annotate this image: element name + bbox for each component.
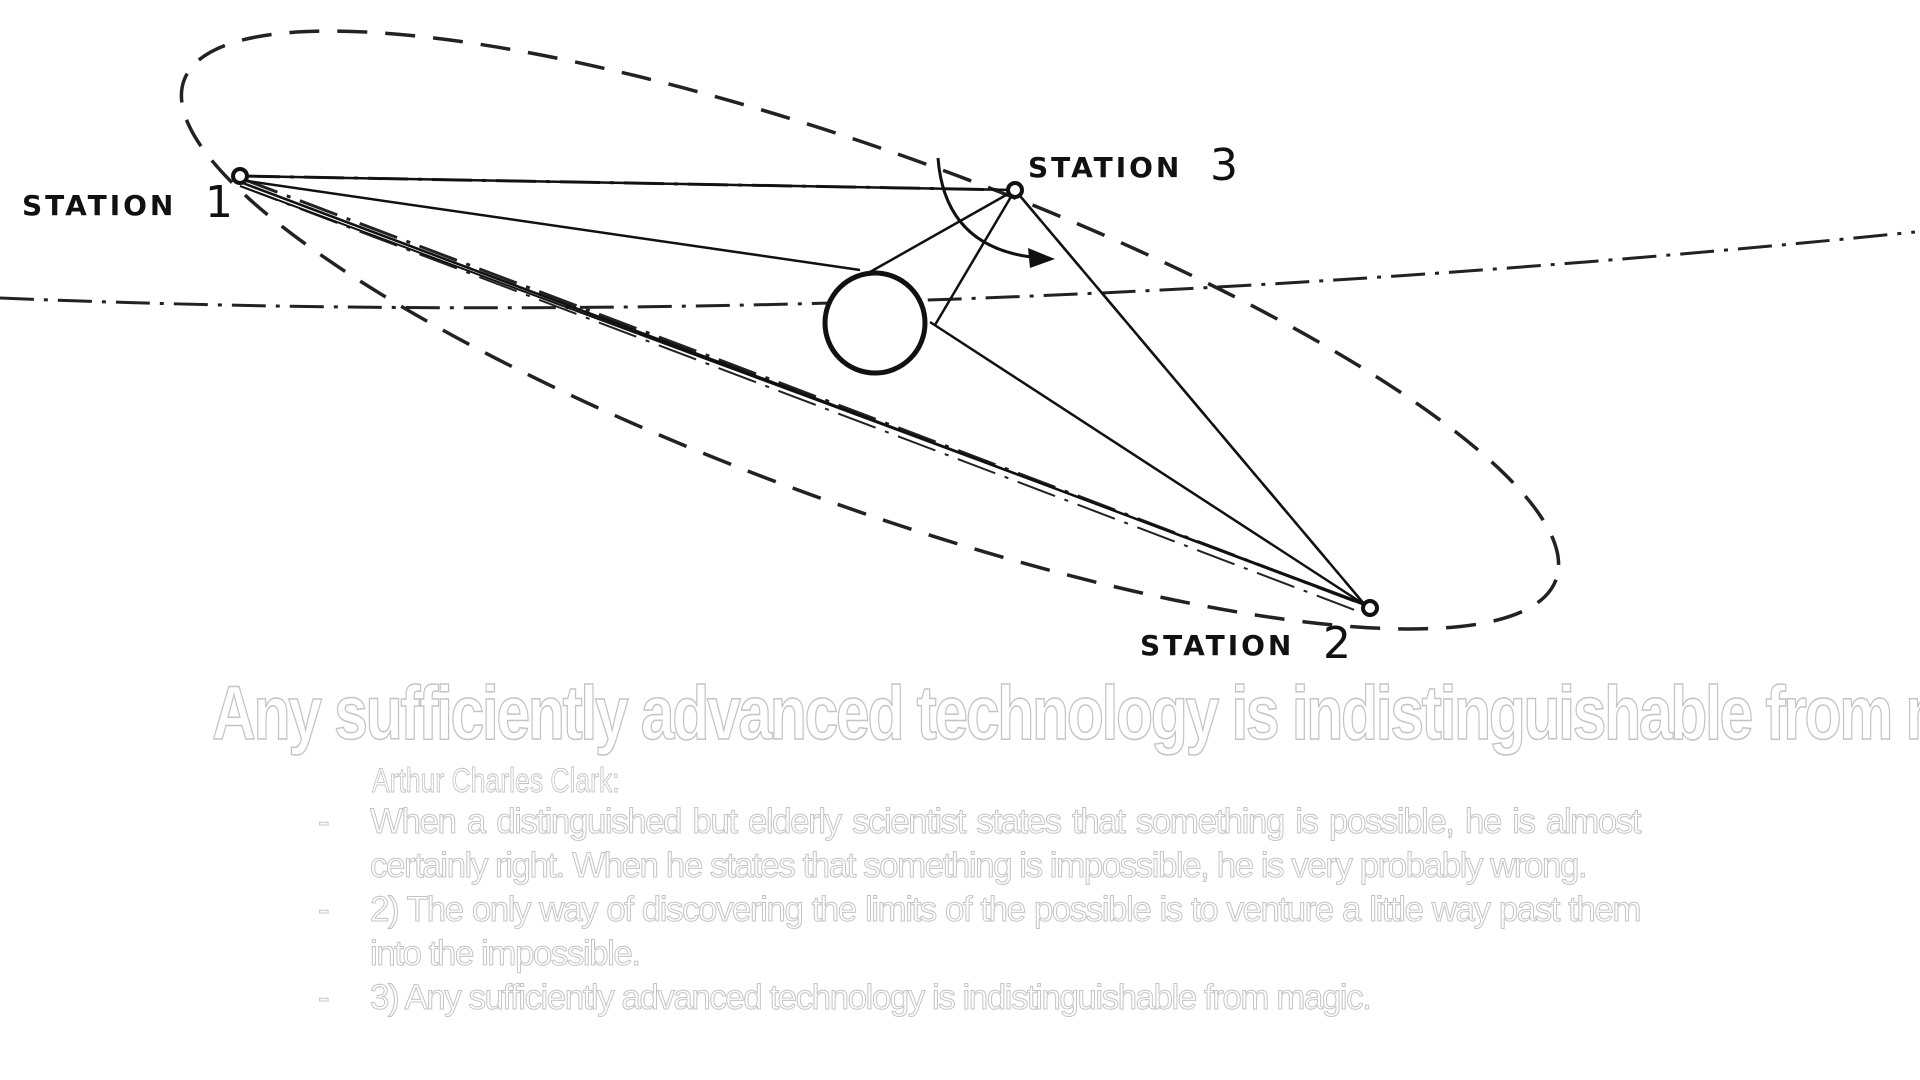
station-3-label: STATION [1028, 151, 1182, 184]
station-2-label: STATION [1140, 629, 1294, 662]
station-3-marker [1006, 181, 1024, 199]
station-1-number: 1 [205, 177, 233, 228]
law-text: 2) The only way of discovering the limit… [370, 890, 1643, 974]
station-3-number: 3 [1210, 140, 1238, 191]
station-2-marker [1361, 599, 1379, 617]
line-1-2-b [239, 185, 1356, 601]
line-1-3 [239, 174, 1016, 192]
law-item: - 2) The only way of discovering the lim… [310, 888, 1643, 976]
rotation-arrow [936, 157, 1041, 260]
orbital-relay-diagram: STATION 1 STATION 3 STATION 2 [0, 29, 1916, 669]
horizon-line [0, 230, 1916, 310]
line-1-earth [239, 178, 861, 272]
line-3-earth-b [933, 189, 1017, 326]
orbit-ellipse [179, 29, 1561, 631]
bullet-dash: - [317, 978, 330, 1018]
line-earth-2 [929, 320, 1366, 607]
quote-title: Any sufficiently advanced technology is … [211, 670, 1920, 757]
bullet-dash: - [317, 890, 330, 930]
law-text: 3) Any sufficiently advanced technology … [369, 978, 1372, 1018]
station-1-label: STATION [22, 189, 176, 222]
station-1-marker [231, 167, 249, 185]
line-3-earth-a [869, 188, 1016, 274]
station-2-number: 2 [1323, 618, 1351, 669]
law-item: - When a distinguished but elderly scien… [310, 800, 1643, 888]
earth-circle [822, 270, 928, 376]
chord-1-2 [239, 176, 1366, 607]
law-item: - 3) Any sufficiently advanced technolog… [310, 976, 1640, 1020]
line-3-2 [1014, 189, 1366, 606]
clarke-laws-list: - When a distinguished but elderly scien… [310, 800, 1643, 1020]
chord-1-2-b [239, 185, 1361, 613]
rotation-arrowhead-icon [1028, 248, 1055, 268]
quote-author: Arthur Charles Clark: [372, 762, 620, 801]
bullet-dash: - [317, 802, 330, 842]
law-text: When a distinguished but elderly scienti… [370, 802, 1643, 886]
